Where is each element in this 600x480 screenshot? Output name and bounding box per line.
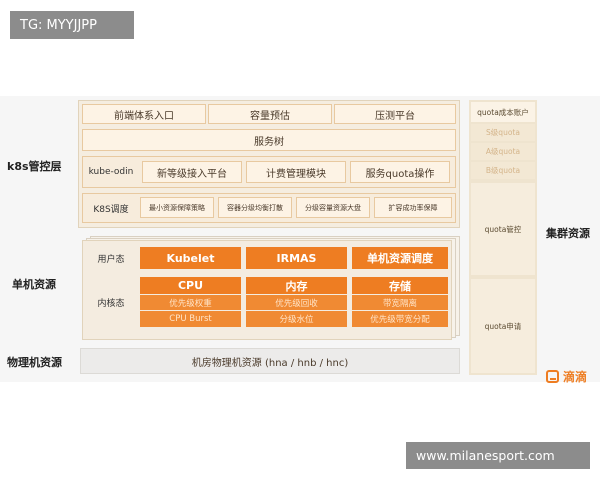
didi-logo-text: 滴滴 [563,369,588,384]
kernel-memory-line: 分级水位 [246,311,347,327]
kernel-memory-line: 优先级回收 [246,295,347,310]
quota-apply: quota申请 [471,279,535,373]
quota-control: quota管控 [471,183,535,275]
frontend-entry-box: 前端体系入口 [82,104,206,124]
k8s-schedule-item: 分级容量资源大盘 [296,197,370,218]
quota-cost-account: quota成本账户 [471,102,535,122]
k8s-schedule-item: 最小资源保障策略 [140,197,214,218]
service-tree-box: 服务树 [82,129,456,151]
kernel-storage-title: 存储 [352,277,448,294]
kernel-cpu-line: 优先级权重 [140,295,241,310]
kernel-cpu-line: CPU Burst [140,311,241,327]
k8s-schedule-label: K8S调度 [93,204,129,215]
kube-odin-label: kube-odin [88,167,134,177]
kernel-storage-line: 优先级带宽分配 [352,311,448,327]
user-mode-label: 用户态 [97,254,125,265]
kube-odin-item: 计费管理模块 [246,161,346,183]
user-mode-item: IRMAS [246,247,347,269]
user-mode-item: 单机资源调度 [352,247,448,269]
kube-odin-item: 新等级接入平台 [142,161,242,183]
quota-level-a: A级quota [471,143,535,160]
user-mode-item: Kubelet [140,247,241,269]
k8s-schedule-item: 容器分级均衡打散 [218,197,292,218]
quota-level-s: S级quota [471,124,535,141]
didi-logo-icon [546,369,559,383]
didi-logo: 滴滴 [546,365,600,387]
watermark-top: TG: MYYJJPP [10,11,134,39]
k8s-schedule-item: 扩容成功率保障 [374,197,452,218]
capacity-estimate-box: 容量预估 [208,104,332,124]
watermark-bottom: www.milanesport.com [406,442,590,469]
label-cluster-resource: 集群资源 [546,227,590,240]
label-single-machine-resource: 单机资源 [12,278,56,291]
physical-resource-bar: 机房物理机资源 (hna / hnb / hnc) [80,348,460,374]
kernel-mode-label: 内核态 [97,298,125,309]
label-physical-resource: 物理机资源 [7,356,62,369]
kernel-memory-title: 内存 [246,277,347,294]
kernel-storage-line: 带宽隔离 [352,295,448,310]
kernel-cpu-title: CPU [140,277,241,294]
kube-odin-item: 服务quota操作 [350,161,450,183]
quota-level-b: B级quota [471,162,535,179]
stress-test-platform-box: 压测平台 [334,104,456,124]
label-k8s-control-layer: k8s管控层 [7,160,62,173]
